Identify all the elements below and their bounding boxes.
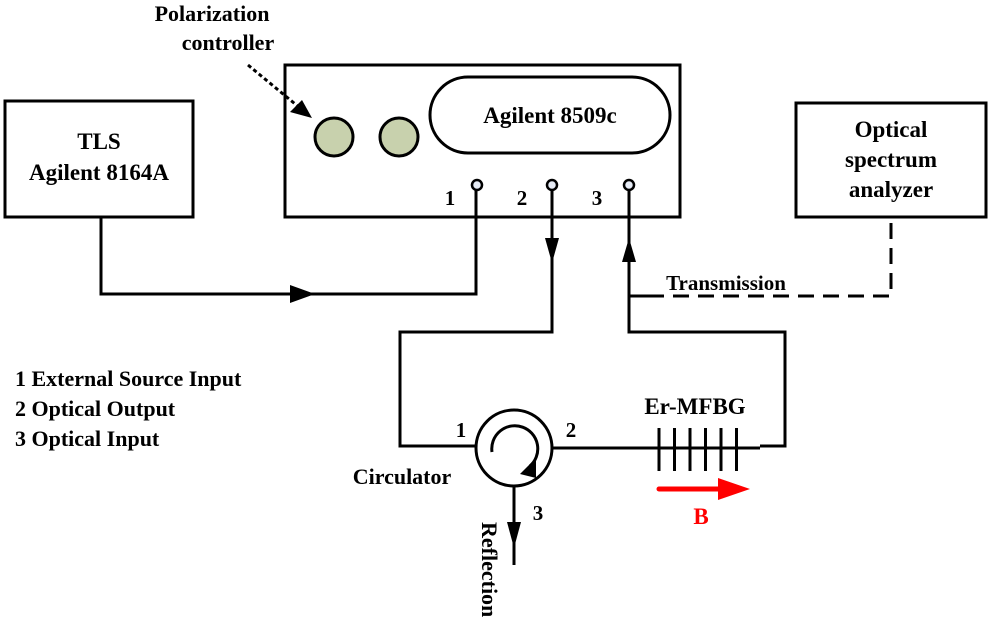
port-2-label: 2 <box>517 186 528 210</box>
circulator-rotation-arc <box>490 424 540 468</box>
tls-fiber-arrow-icon <box>290 285 315 303</box>
osa-label-1: Optical <box>855 117 928 142</box>
magnetic-field-arrowhead-icon <box>718 478 750 500</box>
transmission-label: Transmission <box>666 271 786 295</box>
port-2-connector <box>545 178 559 192</box>
circulator-rotation-arrowhead-icon <box>520 458 536 478</box>
circulator-port-1-label: 1 <box>456 418 467 442</box>
polarization-knob-2 <box>378 116 420 158</box>
tls-box <box>3 99 195 219</box>
polarization-controller-label-1: Polarization <box>155 1 270 26</box>
port-1-connector <box>470 178 484 192</box>
grating-lines <box>657 428 738 471</box>
polarization-knob-1 <box>313 116 355 158</box>
port-3-connector <box>622 178 636 192</box>
legend-item-2: 2 Optical Output <box>15 396 176 421</box>
analyzer-display <box>428 75 672 155</box>
circulator-port-3-label: 3 <box>533 501 544 525</box>
tls-model-label: Agilent 8164A <box>29 160 169 185</box>
legend-item-1: 1 External Source Input <box>15 366 242 391</box>
grating-label: Er-MFBG <box>644 394 745 419</box>
osa-label-3: analyzer <box>849 177 933 202</box>
port-3-label: 3 <box>592 186 603 210</box>
circulator-icon <box>474 408 554 488</box>
port-1-label: 1 <box>445 186 456 210</box>
reflection-arrow-icon <box>507 522 521 548</box>
pointer-arrowhead-icon <box>290 100 312 118</box>
circulator-label: Circulator <box>353 464 452 489</box>
circulator-port-2-label: 2 <box>566 418 577 442</box>
transmission-dashed-line <box>648 222 893 298</box>
port2-to-circulator-fiber <box>398 190 554 448</box>
legend-item-3: 3 Optical Input <box>15 426 160 451</box>
port3-arrow-icon <box>622 238 636 262</box>
reflection-label: Reflection <box>477 522 502 617</box>
tls-label: TLS <box>77 129 120 154</box>
pointer-dotted-line <box>247 63 301 110</box>
tls-to-port1-fiber <box>99 190 478 296</box>
analyzer-box <box>283 63 682 219</box>
grating-to-port3-fiber <box>627 190 787 448</box>
port2-arrow-icon <box>545 238 559 263</box>
polarization-controller-label-2: controller <box>182 30 275 55</box>
osa-box <box>794 101 988 219</box>
magnetic-field-label: B <box>693 504 708 529</box>
analyzer-title: Agilent 8509c <box>483 103 617 128</box>
osa-label-2: spectrum <box>845 147 937 172</box>
